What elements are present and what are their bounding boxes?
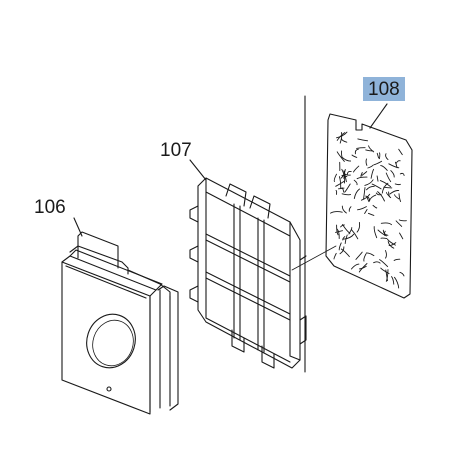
fiber-stroke [391,171,394,178]
filter-fiber-texture [331,132,407,288]
leader-line-106 [74,218,82,236]
fiber-stroke [396,161,400,164]
fiber-stroke [386,154,388,160]
fiber-stroke [396,221,402,227]
fiber-stroke [347,171,351,174]
fiber-stroke [366,253,374,256]
fiber-stroke [339,177,340,189]
fiber-stroke [394,259,400,260]
fiber-stroke [371,169,374,178]
fiber-stroke [345,235,347,244]
fiber-stroke [358,139,368,141]
fiber-stroke [351,264,359,269]
fiber-stroke [381,223,391,225]
fiber-stroke [355,149,358,154]
alignment-line [292,246,336,270]
fiber-stroke [381,166,388,171]
fiber-stroke [400,173,404,175]
fiber-stroke [342,139,347,143]
fiber-stroke [377,176,378,181]
fiber-stroke [349,207,351,212]
fiber-stroke [400,233,403,239]
fiber-stroke [345,184,351,192]
fiber-stroke [352,155,357,157]
fiber-stroke [340,133,342,144]
fiber-stroke [400,272,404,276]
fiber-stroke [334,253,336,259]
fiber-stroke [342,194,351,195]
fiber-stroke [374,227,377,238]
fiber-stroke [359,264,367,273]
fiber-stroke [368,165,374,168]
fiber-stroke [384,187,392,188]
callout-106: 106 [34,198,66,217]
fiber-stroke [337,152,344,162]
part-108-filter-pad [326,114,412,298]
fiber-stroke [357,222,359,232]
fiber-stroke [364,188,365,199]
fiber-stroke [354,180,357,185]
fiber-stroke [374,161,381,165]
fiber-stroke [389,164,399,168]
fiber-stroke [362,172,367,176]
fiber-stroke [378,192,385,201]
leader-line-107 [190,160,206,180]
fiber-stroke [358,207,367,210]
fiber-stroke [395,195,399,199]
fiber-stroke [364,254,366,261]
leader-line-108 [370,104,387,128]
fiber-stroke [336,190,337,194]
fiber-stroke [365,180,373,186]
fiber-stroke [386,173,391,182]
fiber-stroke [340,247,344,254]
fiber-stroke [334,174,336,181]
fiber-stroke [357,148,366,149]
callout-107: 107 [160,141,192,160]
fiber-stroke [331,212,343,214]
fiber-stroke [365,209,368,213]
fiber-stroke [367,186,375,190]
fiber-stroke [356,252,362,259]
fiber-stroke [357,177,367,179]
fiber-stroke [395,277,399,288]
fiber-stroke [373,205,377,208]
fiber-stroke [366,159,367,166]
fiber-stroke [380,260,388,267]
fiber-stroke [395,184,400,185]
fiber-stroke [368,213,374,215]
fiber-stroke [374,262,381,263]
fiber-stroke [392,277,394,285]
fiber-stroke [382,183,388,193]
fiber-stroke [390,190,399,194]
fiber-stroke [336,181,345,186]
fiber-stroke [354,166,359,172]
part-106-housing [62,232,178,414]
part-107-grid-frame [190,178,306,368]
fiber-stroke [386,251,387,259]
fiber-stroke [351,230,357,239]
fiber-stroke [343,225,350,234]
fiber-stroke [399,220,406,221]
fiber-stroke [399,149,403,154]
callout-108-highlighted: 108 [363,77,405,101]
fiber-stroke [377,153,378,158]
fiber-stroke [341,249,349,257]
fiber-stroke [354,189,359,199]
fiber-stroke [342,206,346,213]
fiber-stroke [381,238,387,239]
fiber-stroke [399,194,401,202]
